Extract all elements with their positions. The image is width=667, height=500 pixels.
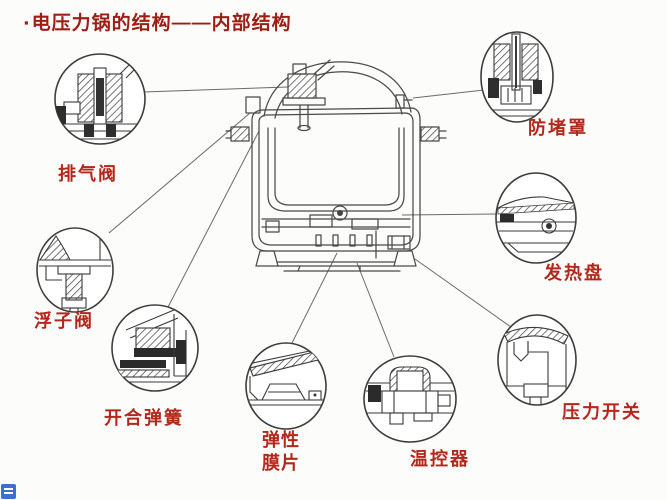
left-side-lug — [230, 126, 250, 142]
callout-circle-open-close-spring — [111, 304, 199, 392]
label-open-close-spring: 开合弹簧 — [104, 408, 184, 428]
callout-circle-pressure-switch — [497, 314, 577, 406]
connector-temperature-controller — [356, 262, 395, 358]
callout-circle-heating-plate — [495, 172, 577, 264]
label-anti-block-cover: 防堵罩 — [528, 118, 588, 138]
connector-elastic-diaphragm — [289, 252, 338, 348]
connector-pressure-switch — [414, 258, 512, 328]
label-heating-plate: 发热盘 — [544, 263, 604, 283]
label-exhaust-valve: 排气阀 — [58, 164, 118, 184]
cooker-internals — [261, 205, 411, 259]
connector-float-valve — [108, 112, 251, 234]
callout-circle-anti-block-cover — [480, 31, 554, 123]
callout-circle-float-valve — [36, 227, 114, 313]
connector-heating-plate — [401, 213, 498, 216]
right-side-lug — [420, 126, 440, 142]
cooker-body — [251, 127, 421, 252]
connector-exhaust-valve — [142, 86, 289, 93]
label-temperature-controller: 温控器 — [410, 449, 470, 469]
cooker-drawing — [225, 59, 447, 272]
cooker-lid — [251, 107, 421, 129]
lid-latch — [395, 94, 405, 109]
exhaust-valve-on-lid — [282, 59, 335, 132]
watermark-logo — [1, 484, 16, 499]
label-elastic-diaphragm: 弹性膜片 — [262, 430, 300, 474]
title-bullet-icon: ▪ — [24, 15, 30, 30]
callout-circle-exhaust-valve — [54, 53, 146, 145]
callout-circle-temperature-controller — [363, 355, 457, 443]
cooker-handle — [263, 61, 412, 117]
label-pressure-switch: 压力开关 — [562, 402, 642, 422]
page-title: ▪电压力锅的结构——内部结构 — [24, 8, 292, 35]
callout-circle-elastic-diaphragm — [245, 342, 327, 430]
connector-anti-block-cover — [412, 89, 485, 99]
connector-open-close-spring — [166, 130, 260, 310]
cooker-base — [255, 250, 417, 272]
lid-hinge — [245, 96, 261, 114]
inner-pot — [267, 127, 405, 212]
callout-connector-lines — [108, 86, 512, 358]
title-text: 电压力锅的结构——内部结构 — [31, 13, 292, 34]
label-float-valve: 浮子阀 — [34, 311, 94, 331]
